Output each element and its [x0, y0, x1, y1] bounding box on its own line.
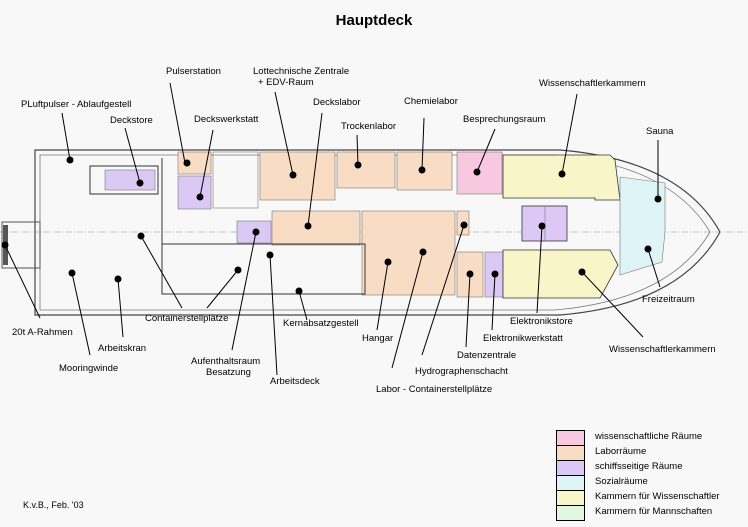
legend-label: Sozialräume [595, 476, 648, 487]
legend-swatch [556, 490, 585, 505]
label-aufenthalt-2: Besatzung [206, 367, 251, 378]
room-hangar [361, 210, 456, 296]
page-title: Hauptdeck [335, 12, 413, 29]
legend-label: wissenschaftliche Räume [595, 431, 703, 442]
label-deckswerkstatt: Deckswerkstatt [194, 114, 259, 125]
leader-lines [1, 82, 662, 376]
label-hangar: Hangar [362, 333, 394, 344]
label-chemielabor: Chemielabor [404, 96, 458, 107]
room-trockenlabor [336, 151, 396, 189]
label-deckstore: Deckstore [110, 115, 153, 126]
legend-swatch [556, 445, 585, 460]
label-elektronikstore: Elektronikstore [510, 316, 573, 327]
legend-label: Laborräume [595, 446, 647, 457]
label-trockenlabor: Trockenlabor [341, 121, 397, 132]
label-labor-container: Labor - Containerstellplätze [376, 384, 493, 395]
label-hydrographenschacht: Hydrographenschacht [415, 366, 508, 377]
label-aufenthalt-1: Aufenthaltsraum [191, 356, 261, 367]
credit: K.v.B., Feb. '03 [23, 500, 84, 510]
legend-swatch [556, 475, 585, 490]
label-arbeitsdeck: Arbeitsdeck [270, 376, 320, 387]
label-datenzentrale: Datenzentrale [457, 350, 517, 361]
legend-swatch [556, 460, 585, 475]
label-pluftpulser: PLuftpulser - Ablaufgestell [21, 99, 132, 110]
label-a-rahmen: 20t A-Rahmen [12, 327, 73, 338]
legend-label: schiffsseitige Räume [595, 461, 683, 472]
label-containerstellplaetze: Containerstellplätze [145, 313, 229, 324]
label-lottechnische-2: + EDV-Raum [258, 77, 314, 88]
label-wiss-kammern-bottom: Wissenschaftlerkammern [609, 344, 716, 355]
room-lottechnische-zentrale [259, 151, 336, 201]
label-pulserstation: Pulserstation [166, 66, 221, 77]
label-wiss-kammern-top: Wissenschaftlerkammern [539, 78, 646, 89]
legend-swatch [556, 505, 585, 521]
room-elektronikstore [521, 205, 568, 242]
room-arbeitsdeck [161, 243, 366, 295]
room-wiss-kammern-bottom [502, 249, 619, 299]
room-pulserstation [177, 151, 212, 175]
label-lottechnische-1: Lottechnische Zentrale [253, 66, 350, 77]
room-unassigned-1 [212, 151, 259, 209]
label-sauna: Sauna [646, 126, 674, 137]
label-freizeitraum: Freizeitraum [642, 294, 695, 305]
legend-label: Kammern für Mannschaften [595, 506, 713, 517]
label-arbeitskran: Arbeitskran [98, 343, 147, 354]
label-mooringwinde: Mooringwinde [59, 363, 119, 374]
room-deckslabor [271, 210, 361, 246]
room-wiss-kammern-top [502, 154, 621, 201]
label-deckslabor: Deckslabor [313, 97, 361, 108]
room-deckswerkstatt [177, 175, 212, 210]
room-deckstore [104, 169, 156, 191]
deckstore-enclosure [89, 165, 159, 195]
legend-swatch [556, 430, 585, 445]
legend-label: Kammern für Wissenschaftler [595, 491, 720, 502]
label-besprechungsraum: Besprechungsraum [463, 114, 546, 125]
label-elektronikwerkstatt: Elektronikwerkstatt [483, 333, 563, 344]
label-kernabsatzgestell: Kernabsatzgestell [283, 318, 359, 329]
